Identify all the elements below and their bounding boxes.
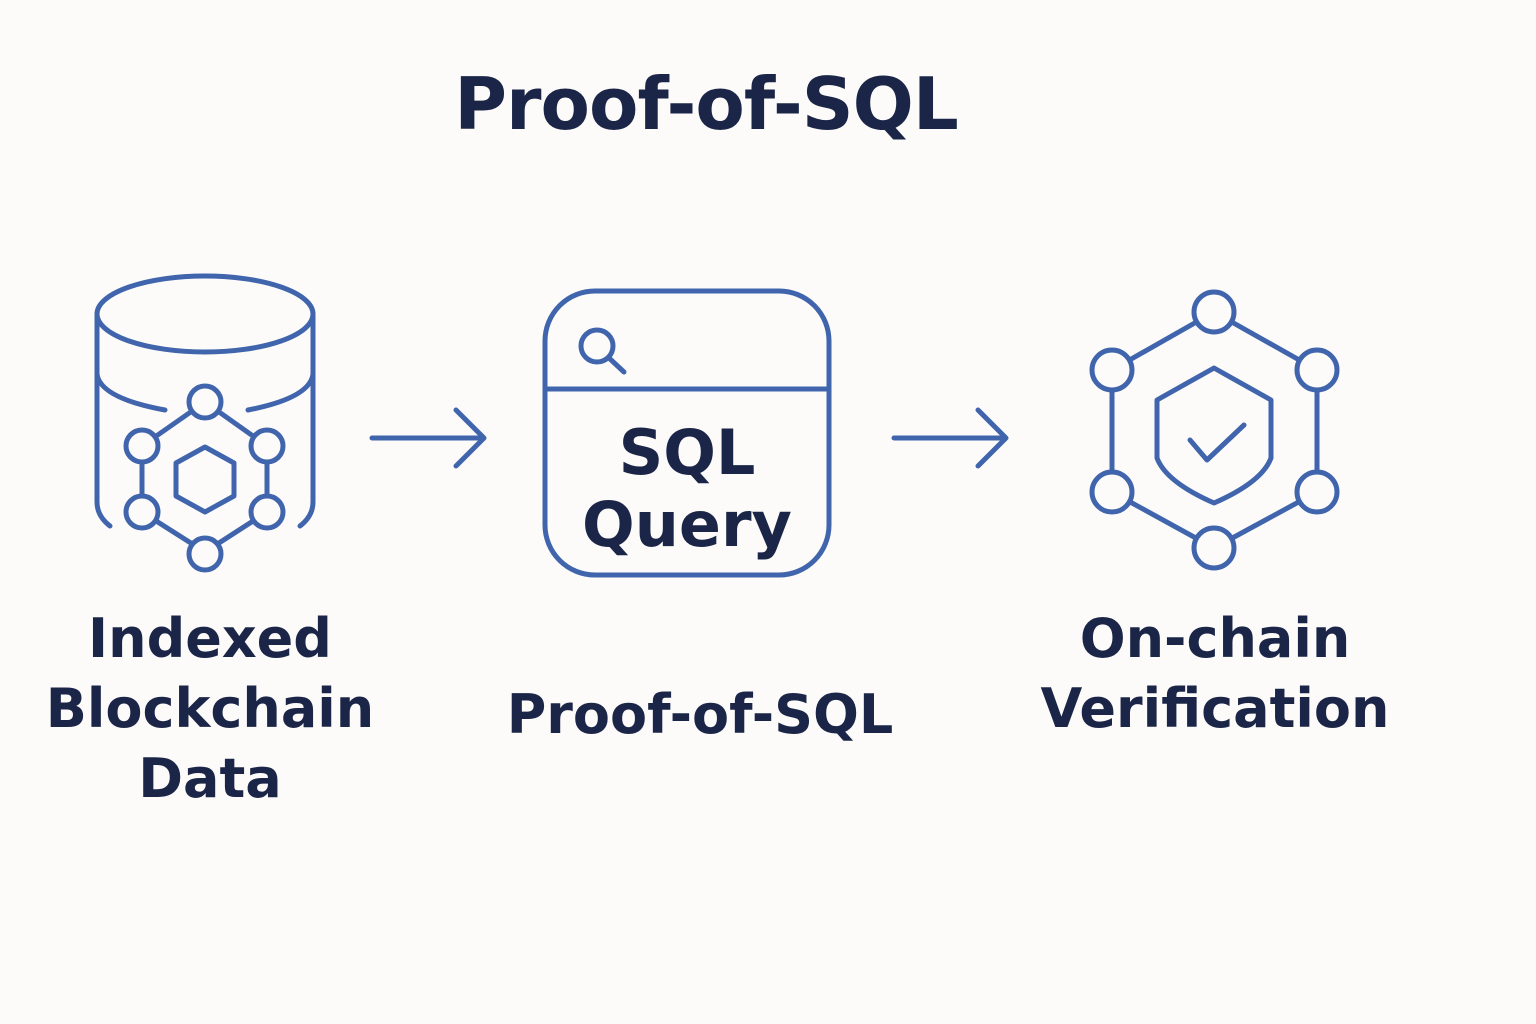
label-line: On-chain	[1079, 607, 1351, 670]
step-label-indexed-data: Indexed Blockchain Data	[20, 604, 400, 814]
label-line: Blockchain	[45, 677, 375, 740]
database-network-icon	[94, 273, 316, 573]
search-icon	[578, 327, 627, 375]
label-line: Data	[138, 747, 282, 810]
arrow-right-icon	[369, 407, 487, 469]
box-line-1: SQL	[619, 416, 756, 489]
diagram-title: Proof-of-SQL	[454, 62, 959, 146]
box-line-2: Query	[582, 488, 792, 561]
label-line: Indexed	[88, 607, 332, 670]
step-label-verification: On-chain Verification	[1020, 604, 1410, 744]
label-line: Proof-of-SQL	[506, 683, 894, 746]
search-window-icon: SQL Query	[542, 288, 832, 578]
step-label-proof-of-sql: Proof-of-SQL	[460, 680, 940, 750]
arrow-right-icon	[891, 407, 1009, 469]
shield-check-network-icon	[1089, 289, 1340, 571]
label-line: Verification	[1040, 677, 1390, 740]
